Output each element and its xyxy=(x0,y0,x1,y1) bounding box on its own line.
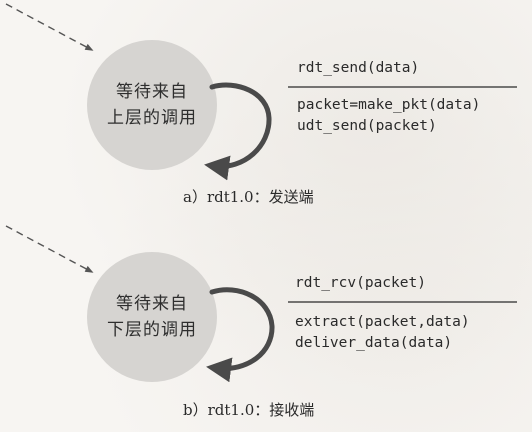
entry-arrow-a xyxy=(5,3,94,51)
action-label-b-2: deliver_data(data) xyxy=(295,335,453,351)
event-label-a: rdt_send(data) xyxy=(297,60,420,76)
state-wait-below-circle xyxy=(87,252,217,382)
caption-a: a）rdt1.0：发送端 xyxy=(183,188,314,206)
state-label-a: 等待来自 上层的调用 xyxy=(87,79,217,131)
caption-b: b）rdt1.0：接收端 xyxy=(183,401,315,419)
state-label-a-line2: 上层的调用 xyxy=(107,108,197,128)
state-label-b: 等待来自 下层的调用 xyxy=(87,291,217,343)
state-label-b-line2: 下层的调用 xyxy=(107,320,197,340)
event-label-b: rdt_rcv(packet) xyxy=(295,275,426,291)
action-label-a-1: packet=make_pkt(data) xyxy=(297,97,481,113)
state-label-a-line1: 等待来自 xyxy=(116,82,188,102)
entry-arrow-b xyxy=(5,225,94,273)
action-label-b-1: extract(packet,data) xyxy=(295,314,470,330)
state-wait-above-circle xyxy=(87,40,217,170)
action-label-a-2: udt_send(packet) xyxy=(297,118,437,134)
self-loop-arrow-b xyxy=(206,287,275,383)
state-label-b-line1: 等待来自 xyxy=(116,294,188,314)
self-loop-arrow-a xyxy=(204,82,272,181)
